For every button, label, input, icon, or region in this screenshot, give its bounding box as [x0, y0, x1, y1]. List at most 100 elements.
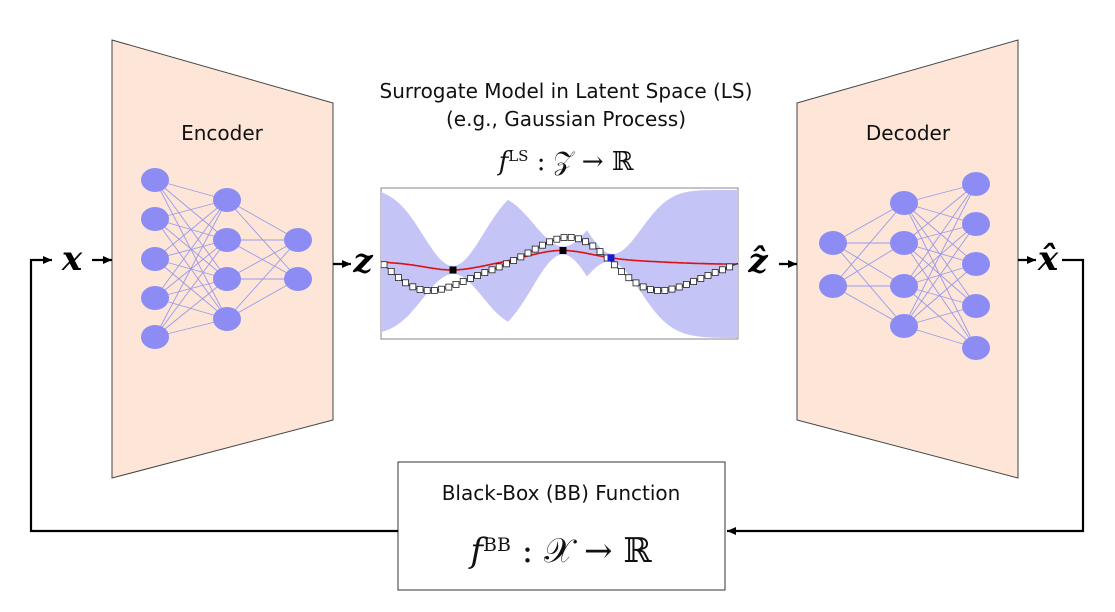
encoder-edge	[226, 239, 299, 320]
decoder-node-1-1	[890, 231, 918, 255]
sample-marker	[387, 267, 395, 275]
arrow-xhat-to-blackbox	[727, 258, 1085, 535]
decoder-edge	[832, 242, 905, 287]
sample-marker	[596, 248, 604, 256]
sample-marker	[488, 266, 496, 274]
sample-markers	[381, 233, 733, 295]
encoder-node-1-3	[213, 307, 241, 331]
sample-marker	[466, 275, 474, 282]
sample-marker	[647, 285, 654, 293]
sample-marker	[394, 274, 402, 282]
surrogate-formula: fLS : 𝒵 → ℝ	[497, 147, 634, 177]
surrogate-plot	[380, 187, 739, 340]
encoder-node-2-1	[284, 267, 312, 291]
flow-arrows	[29, 256, 1085, 535]
decoder-edge	[832, 242, 905, 327]
sample-marker	[668, 285, 676, 293]
gp-confidence-band	[381, 190, 738, 338]
observed-point	[559, 247, 567, 254]
encoder-node-1-0	[213, 188, 241, 212]
decoder-label: Decoder	[866, 121, 951, 145]
sample-marker	[452, 280, 460, 288]
sample-marker	[589, 242, 597, 250]
sample-marker	[402, 279, 410, 287]
sample-marker	[430, 286, 438, 294]
encoder-edge	[154, 239, 228, 338]
sample-marker	[531, 245, 539, 253]
sample-marker	[416, 285, 424, 293]
sample-marker	[683, 280, 690, 288]
sample-marker	[560, 234, 568, 242]
decoder-node-0-0	[819, 231, 847, 255]
decoder-node-0-1	[819, 274, 847, 298]
encoder-node-2-0	[284, 228, 312, 252]
sample-marker	[546, 238, 553, 246]
decoder-node-2-2	[962, 252, 990, 276]
sample-marker	[409, 283, 417, 291]
sample-marker	[524, 249, 532, 257]
encoder-node-1-1	[213, 228, 241, 252]
encoder-edge	[226, 239, 299, 280]
sample-marker	[539, 241, 546, 249]
encoder-edge	[154, 199, 228, 260]
z-hat-variable: ẑ	[747, 241, 768, 281]
sample-marker	[481, 269, 489, 277]
sample-marker	[711, 269, 719, 277]
surrogate-title-line1: Surrogate Model in Latent Space (LS)	[380, 79, 753, 103]
sample-marker	[575, 235, 582, 243]
sample-marker	[611, 261, 618, 269]
encoder-edge	[154, 179, 228, 241]
encoder-node-0-3	[141, 286, 169, 310]
encoder-node-0-2	[141, 247, 169, 271]
sample-marker	[675, 283, 683, 291]
sample-marker	[474, 272, 482, 279]
sample-marker	[502, 260, 510, 268]
encoder-node-1-2	[213, 267, 241, 291]
sample-marker	[459, 278, 467, 285]
decoder-node-1-0	[890, 191, 918, 215]
encoder-edge	[226, 199, 299, 241]
sample-marker	[438, 285, 446, 293]
decoder-node-2-4	[962, 336, 990, 360]
decoder-edge	[903, 183, 977, 244]
decoder-edge	[832, 285, 905, 327]
decoder-edge	[903, 263, 977, 327]
sample-marker	[625, 274, 633, 282]
sample-marker	[632, 279, 640, 287]
sample-marker	[582, 238, 589, 246]
surrogate-title-line2: (e.g., Gaussian Process)	[446, 107, 686, 131]
decoder-node-1-3	[890, 314, 918, 338]
decoder-node-1-2	[890, 274, 918, 298]
sample-marker	[639, 283, 647, 291]
decoder-node-2-1	[962, 212, 990, 236]
decoder-edge	[832, 202, 905, 244]
sample-marker	[553, 235, 561, 243]
encoder-edge	[154, 278, 228, 338]
sample-marker	[517, 253, 525, 261]
encoder-edge	[154, 199, 228, 338]
observed-point	[449, 266, 457, 274]
sample-marker	[618, 268, 625, 275]
encoder-node-0-0	[141, 168, 169, 192]
candidate-point	[607, 254, 615, 262]
encoder-node-0-1	[141, 207, 169, 231]
sample-marker	[704, 272, 712, 279]
x-variable: x	[61, 239, 83, 279]
decoder-edge	[832, 202, 905, 287]
encoder-label: Encoder	[181, 121, 264, 145]
decoder-node-2-3	[962, 294, 990, 318]
arrow-blackbox-to-x	[29, 256, 398, 533]
decoder-edge	[903, 183, 977, 287]
sample-marker	[654, 287, 661, 295]
sample-marker	[381, 261, 388, 269]
decoder-edge	[903, 183, 977, 327]
sample-marker	[719, 266, 726, 274]
encoder-node-0-4	[141, 325, 169, 349]
blackbox-box	[397, 461, 726, 591]
sample-marker	[445, 283, 453, 291]
z-variable: z	[352, 241, 373, 281]
decoder-network	[819, 172, 990, 360]
sample-marker	[567, 233, 575, 241]
decoder-panel	[796, 39, 1019, 479]
blackbox-formula: fBB : 𝒳 → ℝ	[467, 531, 652, 571]
